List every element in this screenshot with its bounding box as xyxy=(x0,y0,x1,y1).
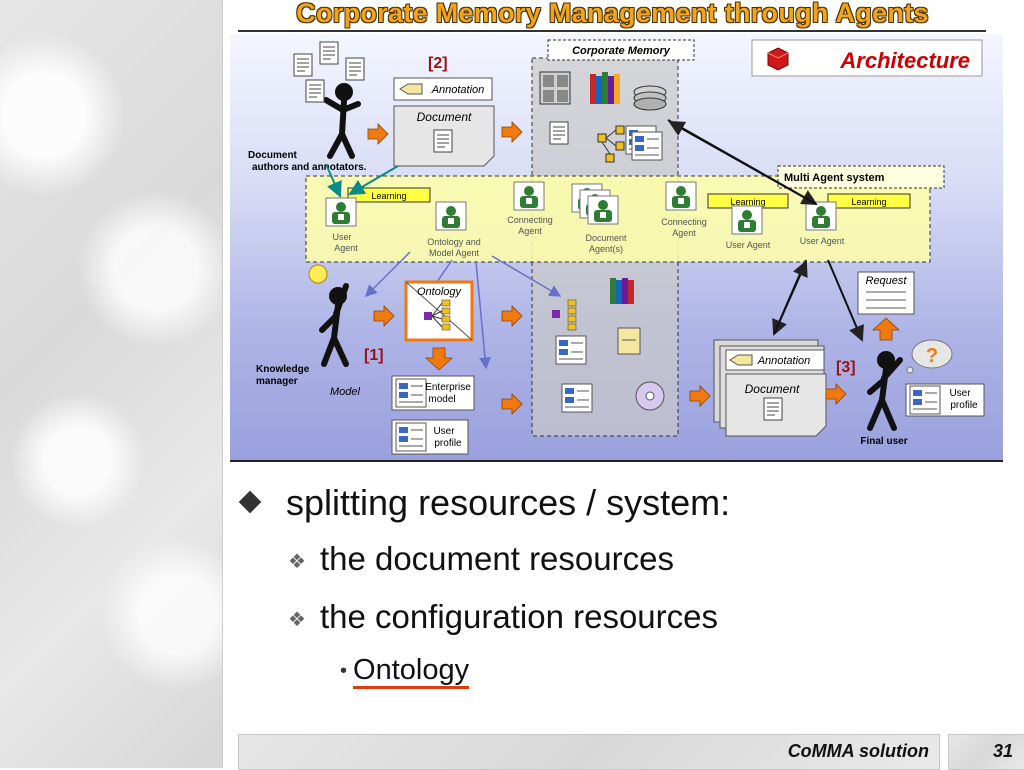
footer-text: CoMMA solution xyxy=(787,741,929,761)
user-profile-left-1: User xyxy=(433,426,455,437)
user-agent-mid: User Agent xyxy=(726,240,771,250)
connecting-agent-left-2: Agent xyxy=(518,226,542,236)
footer-bar: CoMMA solution xyxy=(238,734,940,770)
learning-left: Learning xyxy=(371,191,406,201)
final-user-figure-icon xyxy=(867,351,903,431)
hierarchy-icon xyxy=(597,125,625,163)
page-number-box: 31 xyxy=(948,734,1024,770)
four-diamond-bullet-icon: ❖ xyxy=(288,550,306,573)
step-1-label: [1] xyxy=(364,347,384,364)
arrow-useragent-to-cm xyxy=(668,121,817,205)
architecture-box xyxy=(751,39,983,77)
request-label: Request xyxy=(866,275,908,287)
user-profile-left-2: profile xyxy=(434,438,462,449)
architecture-diagram: Corporate Memory Architecture Multi Agen… xyxy=(230,34,1003,462)
document-agents-1: Document xyxy=(585,233,627,243)
ontology-link[interactable]: Ontology xyxy=(353,654,470,689)
learning-mid: Learning xyxy=(730,197,765,207)
up-arrow-icon xyxy=(871,317,901,341)
enterprise-model-1: Enterprise xyxy=(425,382,471,393)
user-profile-right-2: profile xyxy=(950,400,978,411)
knowledge-manager-2: manager xyxy=(256,376,298,387)
annotation-bottom-label: Annotation xyxy=(757,355,811,367)
title-divider xyxy=(238,30,986,32)
bullet-level2-text: the configuration resources xyxy=(319,598,718,635)
doc-authors-line1: Document xyxy=(248,150,298,161)
books-lower-icon xyxy=(610,278,634,304)
ontology-tree-icon xyxy=(424,299,451,331)
model-label: Model xyxy=(330,386,361,398)
connecting-agent-right-1: Connecting xyxy=(661,217,707,227)
tag-bottom-icon xyxy=(729,354,753,366)
four-diamond-bullet-icon: ❖ xyxy=(288,608,306,631)
user-agent-left-2: Agent xyxy=(334,243,358,253)
ontology-agent-2: Model Agent xyxy=(429,248,480,258)
teal-arrow-down xyxy=(325,163,342,198)
tree-lower-icon xyxy=(552,299,577,331)
arrow-ontology-agent-model xyxy=(475,261,491,370)
diamond-bullet-icon xyxy=(238,491,262,514)
bullet-level2-item: ❖ the document resources xyxy=(288,540,674,578)
user-profile-right-1: User xyxy=(949,388,971,399)
author-figure-icon xyxy=(323,83,361,159)
connecting-agent-right-2: Agent xyxy=(672,228,696,238)
filing-cabinet-icon xyxy=(539,71,571,105)
slide-title: Corporate Memory Management through Agen… xyxy=(296,0,929,28)
learning-right: Learning xyxy=(851,197,886,207)
ontology-agent-1: Ontology and xyxy=(427,237,481,247)
arrow-agent-to-finaluser xyxy=(827,259,864,342)
connecting-agent-left-1: Connecting xyxy=(507,215,553,225)
step-3-label: [3] xyxy=(836,359,856,376)
question-mark: ? xyxy=(926,345,938,367)
annotation-top-label: Annotation xyxy=(431,84,485,96)
bullet-level1-text: splitting resources / system: xyxy=(286,482,731,523)
ontology-box-label: Ontology xyxy=(417,286,463,298)
arrow-doc-to-agent xyxy=(773,260,808,335)
folder-icon xyxy=(617,327,641,355)
red-cube-icon xyxy=(767,47,789,71)
mas-label: Multi Agent system xyxy=(784,172,885,184)
bullet-level3: •Ontology xyxy=(340,654,470,689)
arrow-ontology-agent-km xyxy=(364,251,411,298)
document-top-label: Document xyxy=(417,110,472,124)
architecture-label: Architecture xyxy=(839,48,970,73)
down-arrow-icon xyxy=(424,347,454,371)
mas-label-box xyxy=(777,165,945,189)
arrow-ontology-agent-cm xyxy=(491,255,562,297)
teal-arrow-up xyxy=(348,165,399,196)
document-bottom-label: Document xyxy=(745,382,800,396)
request-box xyxy=(857,271,915,315)
bullet-level1: splitting resources / system: xyxy=(236,482,730,524)
final-user-label: Final user xyxy=(860,436,907,447)
enterprise-model-2: model xyxy=(428,394,455,405)
knowledge-manager-1: Knowledge xyxy=(256,364,310,375)
disk-stack-icon xyxy=(633,85,667,111)
user-agent-right: User Agent xyxy=(800,236,845,246)
dot-bullet-icon: • xyxy=(340,659,348,682)
books-icon xyxy=(590,72,620,104)
step-2-label: [2] xyxy=(428,55,448,72)
document-agents-2: Agent(s) xyxy=(589,244,623,254)
corporate-memory-label-box xyxy=(547,39,695,61)
marble-sidebar xyxy=(0,0,223,768)
thought-cloud-icon xyxy=(906,339,953,374)
knowledge-manager-figure-icon xyxy=(308,264,349,367)
tag-icon xyxy=(399,83,423,95)
checklist-icon xyxy=(866,291,906,309)
page-number: 31 xyxy=(992,741,1013,761)
bullet-level2-text: the document resources xyxy=(319,540,674,577)
cd-icon xyxy=(635,381,665,411)
doc-authors-line2: authors and annotators. xyxy=(252,162,367,173)
user-agent-left-1: User xyxy=(332,232,351,242)
corporate-memory-label: Corporate Memory xyxy=(572,45,671,57)
bullet-level2-item: ❖ the configuration resources xyxy=(288,598,718,636)
